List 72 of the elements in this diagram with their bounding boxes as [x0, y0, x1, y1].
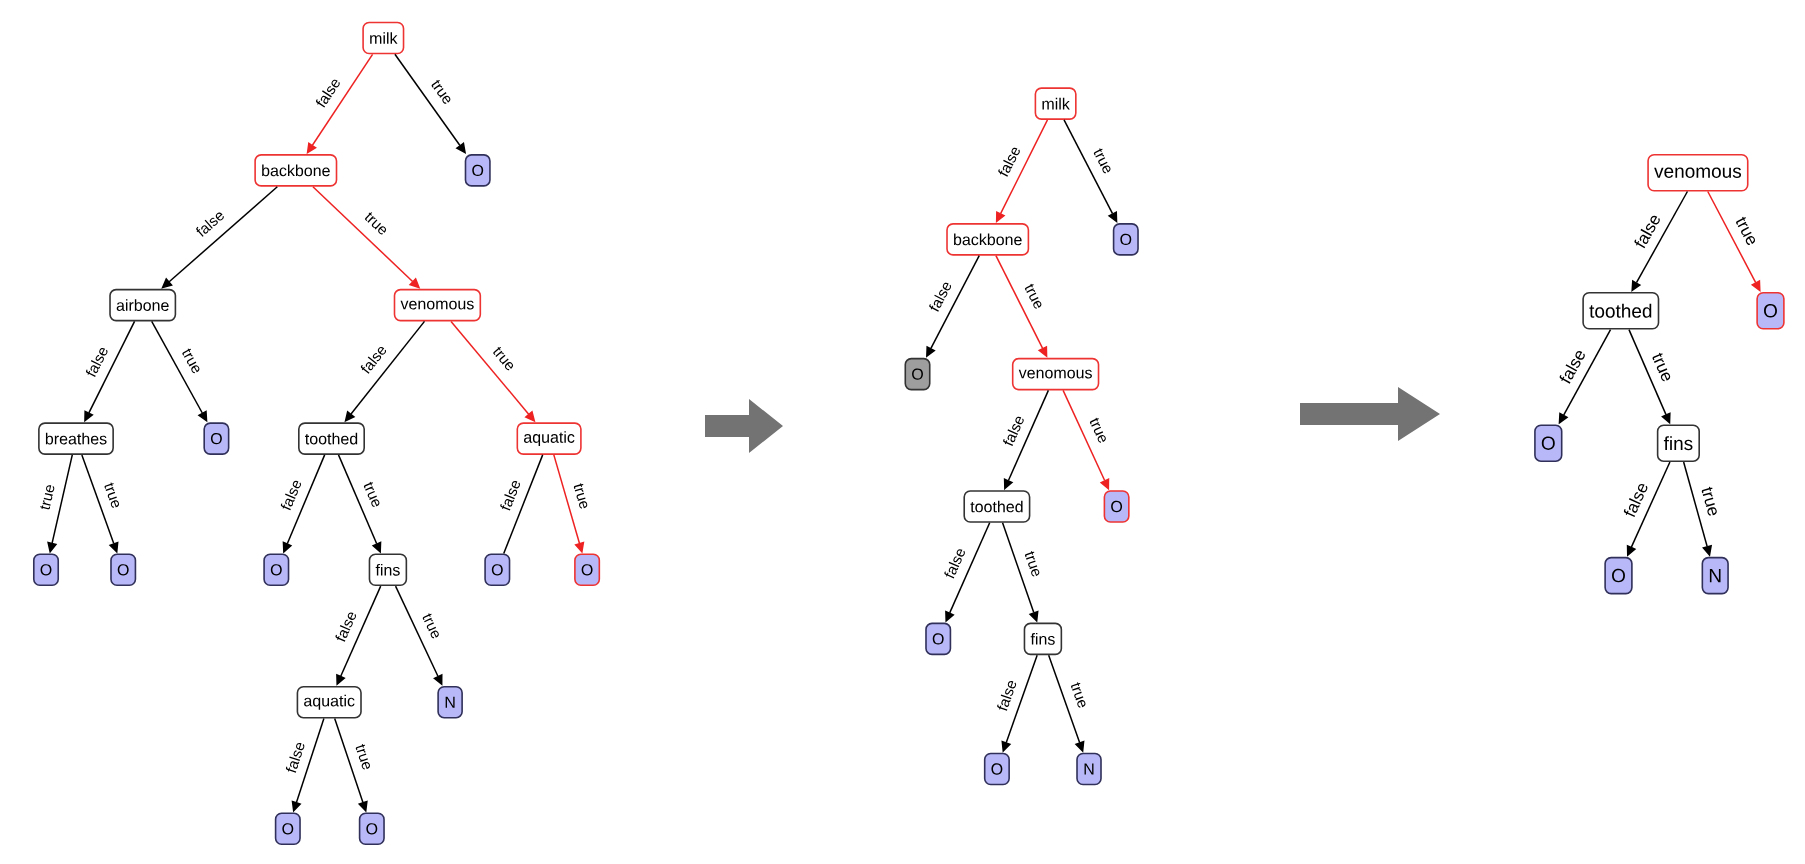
- edge-label: false: [85, 348, 108, 377]
- edge-label: false: [997, 681, 1017, 711]
- decision-box: venomous: [393, 288, 482, 322]
- edge-label: true: [1736, 216, 1756, 245]
- decision-box: fins: [1023, 622, 1063, 656]
- decision-box: toothed: [1582, 292, 1660, 330]
- leaf-node: O: [263, 553, 290, 587]
- edge-label: false: [1003, 416, 1024, 447]
- decision-box: backbone: [946, 223, 1030, 256]
- leaf-node: O: [1103, 490, 1130, 523]
- edge-label: true: [1025, 551, 1040, 577]
- decision-box: venomous: [1011, 357, 1100, 391]
- leaf-node: O: [983, 752, 1010, 786]
- edge-label: false: [929, 282, 952, 312]
- arrow: [1631, 190, 1689, 292]
- edge-label: true: [182, 348, 200, 374]
- edge-label: false: [1634, 215, 1660, 249]
- leaf-node: O: [484, 553, 511, 587]
- edge-label: true: [1089, 417, 1106, 443]
- leaf-node: O: [1756, 292, 1785, 330]
- leaf-node: N: [1701, 556, 1729, 595]
- leaf-node: N: [437, 685, 463, 719]
- leaf-node: O: [33, 553, 60, 587]
- decision-box: toothed: [298, 422, 365, 455]
- edge-label: true: [363, 481, 380, 507]
- edge-label: true: [1093, 148, 1111, 174]
- decision-box: backbone: [254, 154, 338, 187]
- decision-box: breathes: [38, 422, 114, 455]
- leaf-node: O: [1534, 424, 1563, 462]
- decision-box: aquatic: [516, 422, 582, 455]
- leaf-node: O: [574, 553, 601, 587]
- edge-label: false: [500, 481, 520, 511]
- leaf-node: O: [904, 357, 931, 391]
- edge-label: false: [1559, 351, 1585, 384]
- decision-box: airbone: [109, 288, 177, 322]
- edge-label: true: [431, 79, 451, 104]
- edge-label: false: [1623, 483, 1648, 518]
- edge-label: false: [998, 147, 1020, 177]
- leaf-node: O: [203, 422, 230, 455]
- arrow: [161, 185, 279, 289]
- edge-label: true: [422, 613, 439, 639]
- edge-label: true: [1652, 352, 1671, 382]
- edge-label: true: [355, 744, 370, 770]
- edge-label: true: [493, 346, 514, 371]
- edge-label: true: [1071, 682, 1086, 708]
- leaf-node: O: [464, 154, 491, 187]
- edge-label: true: [1701, 486, 1717, 516]
- edge-label: true: [1024, 283, 1042, 309]
- leaf-node: N: [1076, 752, 1102, 786]
- leaf-node: O: [358, 812, 385, 846]
- edge-label: true: [104, 482, 120, 508]
- decision-box: toothed: [963, 490, 1031, 523]
- decision-box: milk: [362, 21, 405, 55]
- edge-label: true: [40, 485, 55, 510]
- edge-label: true: [365, 212, 387, 235]
- decision-box: fins: [368, 553, 408, 587]
- edge-label: false: [196, 212, 224, 237]
- leaf-node: O: [110, 553, 137, 587]
- edge-label: false: [944, 549, 965, 579]
- edge-label: false: [280, 480, 301, 511]
- leaf-node: O: [274, 812, 301, 846]
- edge-label: false: [335, 612, 356, 642]
- arrow: [1707, 190, 1761, 292]
- leaf-node: O: [1604, 556, 1633, 595]
- edge-label: false: [285, 742, 305, 773]
- decision-box: venomous: [1647, 153, 1749, 192]
- edge-label: true: [573, 483, 588, 509]
- decision-box: milk: [1034, 87, 1077, 120]
- leaf-node: O: [1112, 223, 1139, 256]
- decision-box: aquatic: [296, 685, 362, 719]
- decision-box: fins: [1656, 424, 1700, 462]
- leaf-node: O: [925, 622, 952, 656]
